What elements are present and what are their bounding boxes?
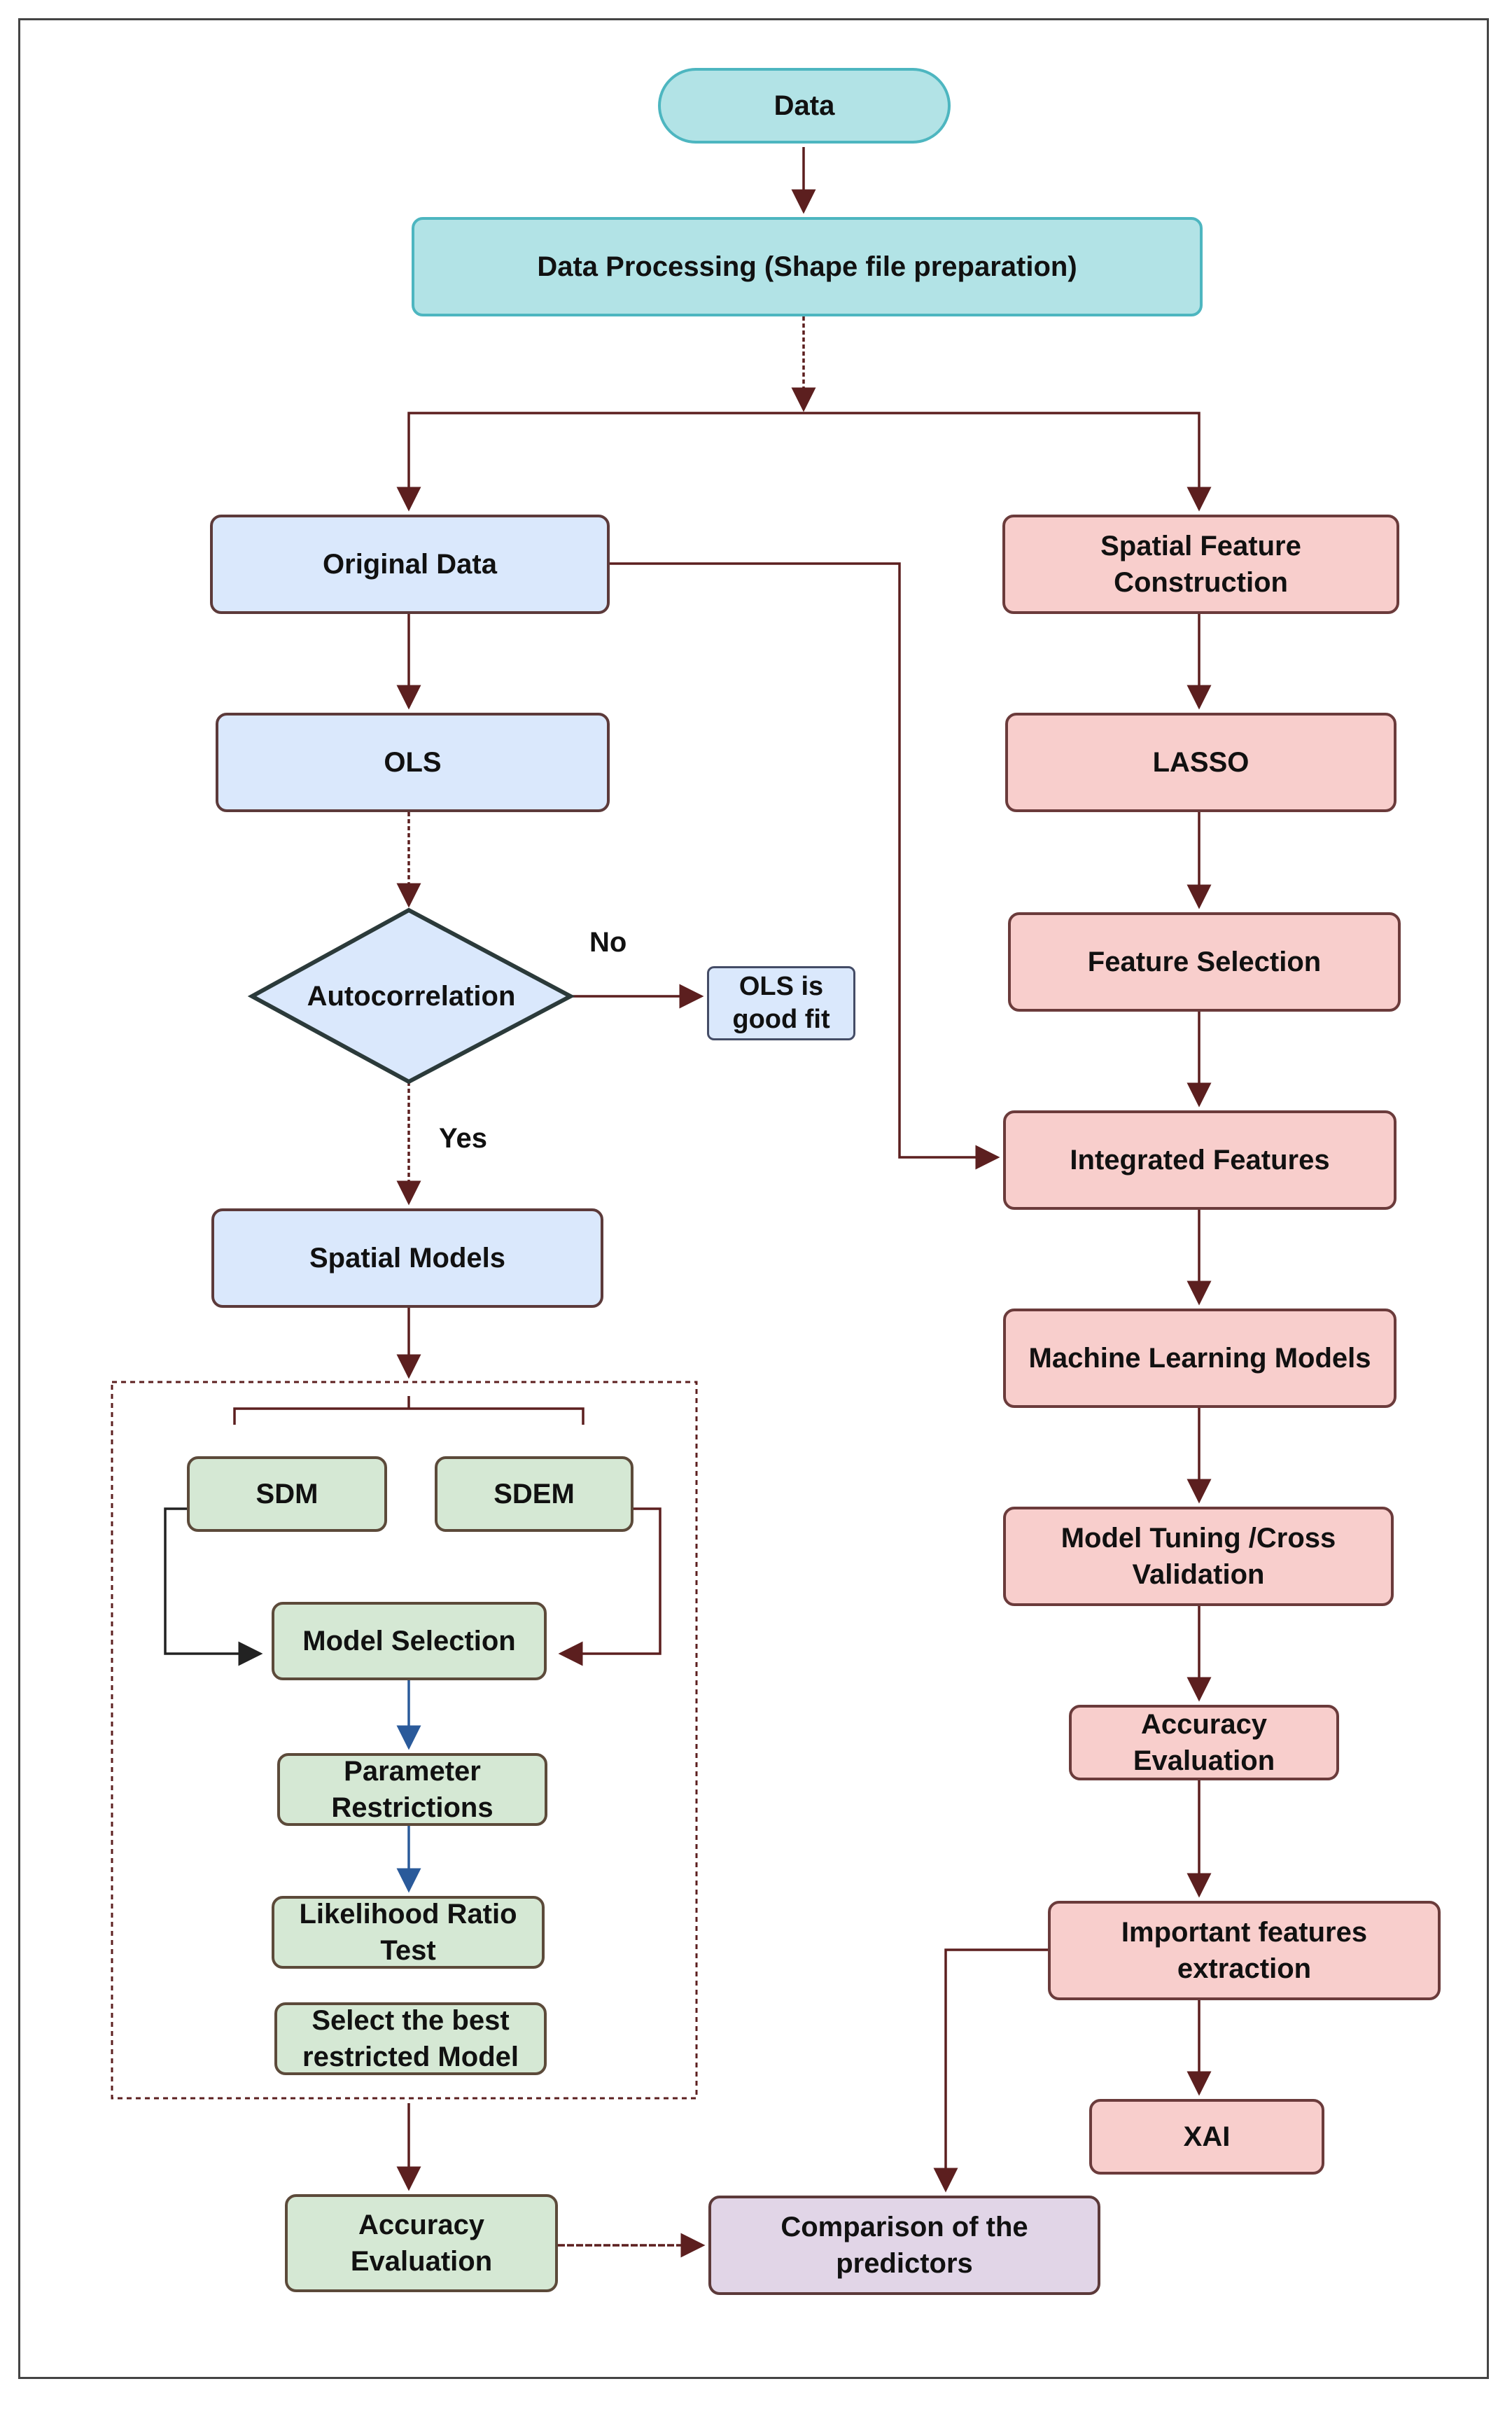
- arrow-split-left: [396, 412, 804, 512]
- node-spatial-feature-construction: Spatial Feature Construction: [1002, 515, 1399, 614]
- node-autocorrelation: Autocorrelation: [307, 981, 516, 1012]
- node-parameter-restrictions: Parameter Restrictions: [277, 1753, 547, 1826]
- node-feature-selection: Feature Selection: [1008, 912, 1401, 1012]
- node-xai: XAI: [1089, 2099, 1324, 2175]
- node-machine-learning-models: Machine Learning Models: [1003, 1309, 1396, 1408]
- arrow-split-right: [804, 412, 1212, 512]
- node-sdem: SDEM: [435, 1456, 634, 1532]
- node-select-best-restricted: Select the best restricted Model: [274, 2002, 547, 2075]
- spatial-models-group: [111, 1381, 698, 2100]
- diagram-frame: [18, 18, 1489, 2379]
- node-likelihood-ratio-test: Likelihood Ratio Test: [272, 1896, 545, 1969]
- node-data-processing: Data Processing (Shape file preparation): [412, 217, 1203, 316]
- node-ols: OLS: [216, 713, 610, 812]
- edge-label-yes: Yes: [439, 1123, 487, 1154]
- node-ols-good-fit: OLS is good fit: [707, 966, 855, 1040]
- node-model-selection: Model Selection: [272, 1602, 547, 1680]
- node-important-features: Important features extraction: [1048, 1901, 1441, 2000]
- node-spatial-models: Spatial Models: [211, 1208, 603, 1308]
- arrow-sdem-to-selection: [558, 1507, 662, 1666]
- node-comparison-predictors: Comparison of the predictors: [708, 2196, 1100, 2295]
- node-accuracy-evaluation-left: Accuracy Evaluation: [285, 2194, 558, 2292]
- edge-label-no: No: [589, 927, 627, 958]
- node-data: Data: [658, 68, 951, 144]
- node-model-tuning: Model Tuning /Cross Validation: [1003, 1507, 1394, 1606]
- node-integrated-features: Integrated Features: [1003, 1110, 1396, 1210]
- node-original-data: Original Data: [210, 515, 610, 614]
- arrow-important-to-comparison: [933, 1948, 1048, 2193]
- arrow-original-to-integrated: [610, 562, 1000, 1170]
- arrow-sdm-to-selection: [164, 1507, 263, 1666]
- node-lasso: LASSO: [1005, 713, 1396, 812]
- node-accuracy-evaluation-right: Accuracy Evaluation: [1069, 1705, 1339, 1780]
- node-sdm: SDM: [187, 1456, 387, 1532]
- autocorrelation-diamond: [247, 907, 575, 1084]
- brace: [233, 1396, 584, 1425]
